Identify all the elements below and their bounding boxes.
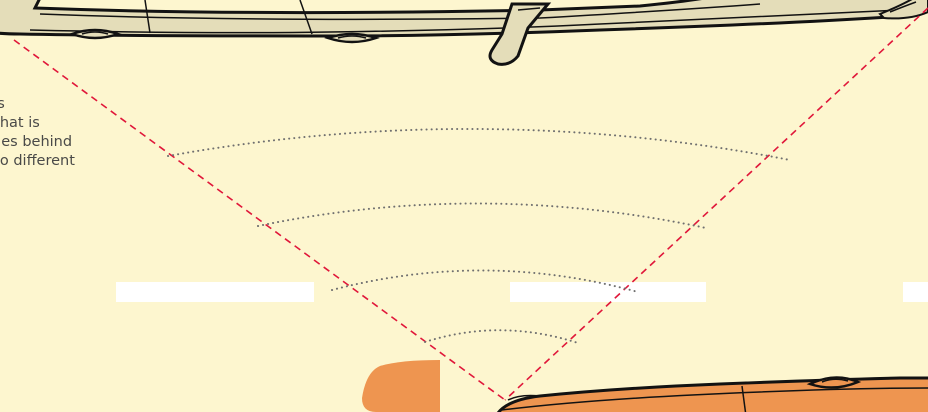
lane-marking-left: [116, 282, 314, 302]
warning-mark-icon: [362, 360, 440, 412]
sensor-coverage-lines: [13, 7, 928, 401]
front-car-icon: [496, 376, 928, 412]
lane-marking-right: [903, 282, 928, 302]
rear-car-icon: [0, 0, 928, 66]
wave-arc-1: [167, 128, 791, 161]
caption-text: gs what is gles behind wo different: [0, 96, 75, 169]
wave-arc-3: [331, 269, 639, 293]
wave-arc-2: [257, 202, 707, 229]
wave-arc-4: [424, 329, 579, 344]
sensor-line-left: [13, 39, 506, 401]
lane-marking-center: [510, 282, 706, 302]
lane-markings: [116, 282, 928, 302]
sensor-line-right: [504, 7, 928, 401]
detection-waves: [167, 128, 791, 344]
